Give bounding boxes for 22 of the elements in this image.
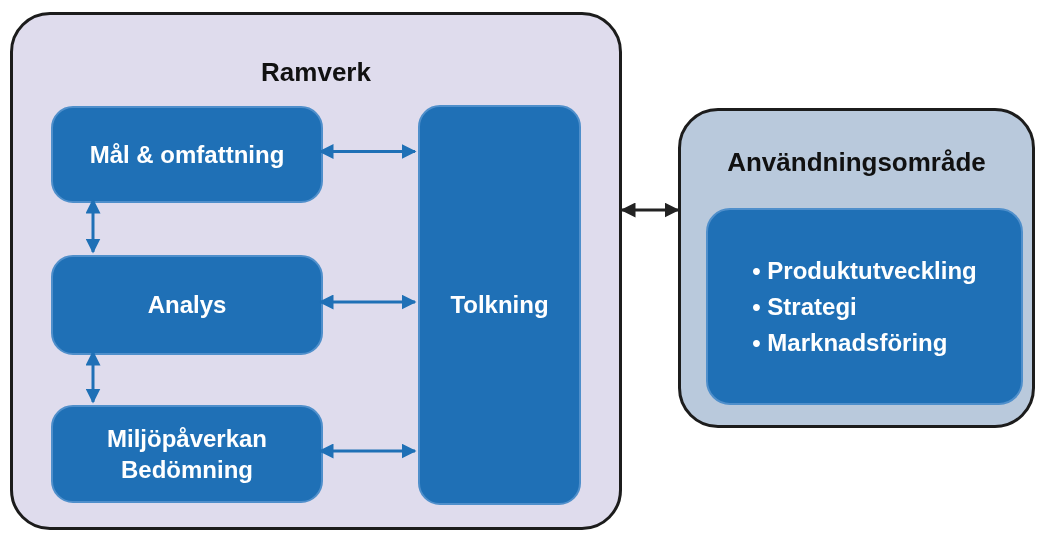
box-label: Miljöpåverkan Bedömning (105, 423, 269, 485)
process-box (51, 106, 323, 203)
box-label: Analys (146, 290, 228, 321)
arrow (620, 202, 680, 218)
arrow (318, 443, 417, 459)
list-item: • Produktutveckling (752, 255, 977, 286)
arrow (85, 350, 101, 404)
group-panel (678, 108, 1035, 428)
process-box (51, 255, 323, 355)
panel-title: Ramverk (260, 57, 372, 88)
group-panel (10, 12, 622, 530)
box-label: Mål & omfattning (88, 139, 286, 170)
arrow (85, 198, 101, 254)
process-box (418, 105, 581, 505)
process-box (51, 405, 323, 503)
list-item: • Marknadsföring (752, 327, 949, 358)
list-box (706, 208, 1023, 405)
arrow (318, 144, 417, 159)
arrow (318, 294, 417, 310)
box-label: Tolkning (449, 290, 550, 321)
panel-title: Användningsområde (726, 147, 987, 178)
list-item: • Strategi (752, 291, 858, 322)
